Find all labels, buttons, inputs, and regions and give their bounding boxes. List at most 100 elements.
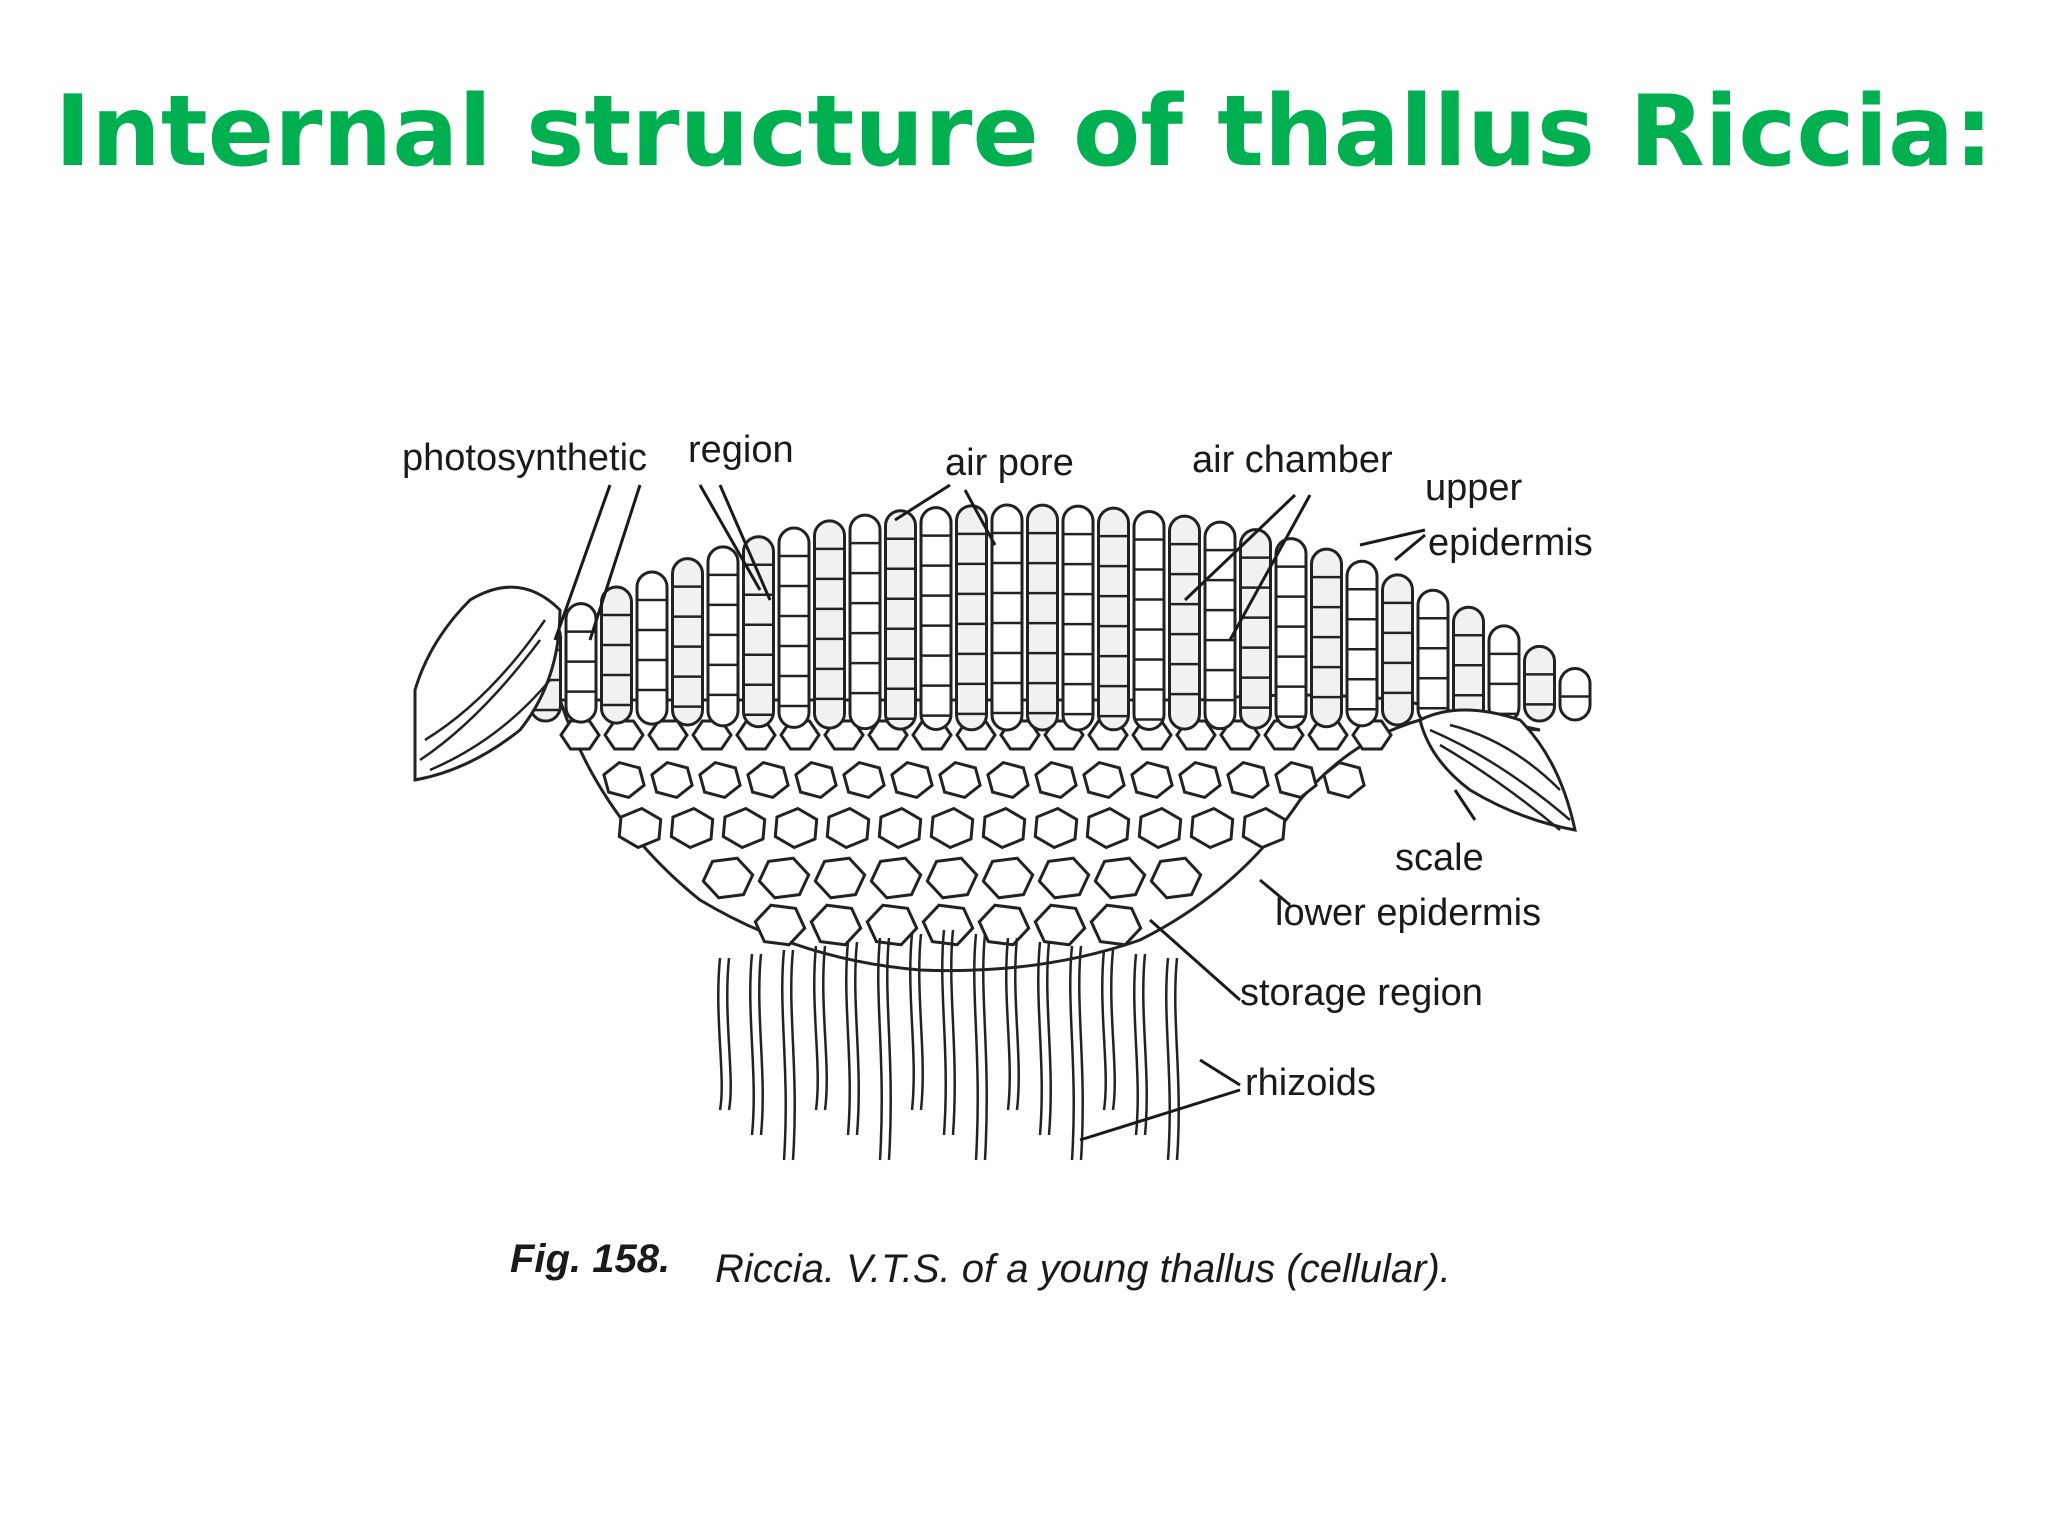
right-scale-lines: [1429, 723, 1571, 831]
photosynthetic-filament: [1452, 605, 1485, 725]
storage-cell: [813, 856, 867, 900]
rhizoid: [973, 933, 988, 1161]
storage-cell: [721, 806, 767, 850]
label-storage-region: storage region: [1240, 972, 1483, 1014]
filament-outline: [1523, 644, 1556, 723]
storage-cell: [869, 856, 923, 900]
storage-cells: [559, 719, 1393, 947]
filament-outline: [777, 526, 811, 729]
storage-cell: [773, 806, 819, 850]
storage-cell: [1037, 856, 1091, 900]
rhizoid-wall-left: [941, 929, 947, 1136]
storage-cell: [1178, 760, 1222, 800]
rhizoid: [781, 949, 796, 1161]
photosynthetic-filament: [1274, 537, 1308, 729]
storage-cell: [701, 856, 755, 900]
photosynthetic-filament: [1026, 503, 1059, 732]
filament-outline: [1097, 506, 1130, 732]
photosynthetic-filament: [564, 602, 598, 724]
storage-cell: [794, 760, 838, 800]
rhizoid: [1069, 945, 1084, 1161]
photosynthetic-filament: [1239, 528, 1272, 730]
label-lower-epidermis: lower epidermis: [1275, 892, 1541, 934]
photosynthetic-filament: [990, 503, 1024, 732]
filament-outline: [1168, 514, 1201, 731]
filament-outline: [990, 503, 1024, 732]
storage-cell: [1089, 903, 1143, 947]
filament-outline: [600, 585, 633, 725]
rhizoid-wall-left: [845, 941, 851, 1136]
storage-cell: [1093, 856, 1147, 900]
rhizoid-wall-right: [1142, 953, 1148, 1136]
rhizoid: [813, 945, 828, 1111]
storage-cell: [669, 806, 715, 850]
storage-cell: [603, 719, 645, 751]
rhizoid-wall-left: [749, 953, 755, 1136]
filament-outline: [1558, 667, 1592, 722]
filament-outline: [1345, 559, 1379, 728]
photosynthetic-filament: [1310, 547, 1343, 729]
label-air-chamber: air chamber: [1192, 439, 1393, 481]
rhizoid-wall-right: [1014, 937, 1020, 1111]
rhizoid: [749, 953, 764, 1136]
filament-outline: [671, 557, 704, 727]
photosynthetic-filament: [1487, 624, 1521, 724]
rhizoid: [1165, 957, 1180, 1161]
photosynthetic-filament: [1061, 504, 1095, 732]
storage-cell: [890, 760, 934, 800]
storage-cell: [757, 856, 811, 900]
storage-cell: [1322, 760, 1366, 800]
storage-cell: [1034, 760, 1078, 800]
label-epidermis: epidermis: [1428, 522, 1593, 564]
storage-cell: [1149, 856, 1203, 900]
rhizoid-wall-left: [909, 933, 915, 1111]
rhizoid-wall-right: [822, 945, 828, 1111]
photosynthetic-filament: [884, 509, 917, 731]
caption-fig-number: Fig. 158.: [510, 1237, 670, 1281]
storage-cell: [877, 806, 923, 850]
label-air-pore: air pore: [945, 442, 1074, 484]
label-scale: scale: [1395, 837, 1484, 879]
filament-outline: [1061, 504, 1095, 732]
filament-outline: [1487, 624, 1521, 724]
rhizoid-wall-left: [717, 957, 723, 1111]
filament-outline: [706, 545, 740, 728]
storage-cell: [1241, 806, 1287, 850]
rhizoid: [717, 957, 732, 1111]
filament-outline: [1026, 503, 1059, 732]
rhizoid-wall-right: [1046, 941, 1052, 1136]
rhizoid-wall-right: [950, 929, 956, 1136]
filament-outline: [955, 504, 988, 732]
rhizoid-wall-right: [1110, 949, 1116, 1111]
rhizoid-wall-left: [1165, 957, 1171, 1161]
left-scale: [413, 585, 562, 782]
photosynthetic-filament: [848, 513, 882, 731]
rhizoid-wall-right: [758, 953, 764, 1136]
storage-cell: [865, 903, 919, 947]
filament-outline: [635, 570, 669, 726]
storage-cell: [938, 760, 982, 800]
rhizoid-wall-left: [1101, 949, 1107, 1111]
label-region: region: [688, 429, 794, 471]
rhizoid: [877, 937, 892, 1161]
filament-outline: [1274, 537, 1308, 729]
storage-cell: [1082, 760, 1126, 800]
photosynthetic-filament: [1168, 514, 1201, 731]
storage-cell: [981, 856, 1035, 900]
storage-cell: [986, 760, 1030, 800]
rhizoid-wall-left: [781, 949, 787, 1161]
rhizoid-wall-left: [973, 933, 979, 1161]
rhizoid: [1101, 949, 1116, 1111]
rhizoid-wall-right: [854, 941, 860, 1136]
rhizoid-wall-right: [886, 937, 892, 1161]
photosynthetic-filament: [600, 585, 633, 725]
storage-cell: [650, 760, 694, 800]
photosynthetic-filament: [742, 535, 775, 729]
photosynthetic-filament: [1523, 644, 1556, 723]
photosynthetic-filament: [635, 570, 669, 726]
leader-lines: [553, 483, 1477, 1142]
filament-outline: [1132, 509, 1166, 732]
rhizoid-wall-right: [918, 933, 924, 1111]
